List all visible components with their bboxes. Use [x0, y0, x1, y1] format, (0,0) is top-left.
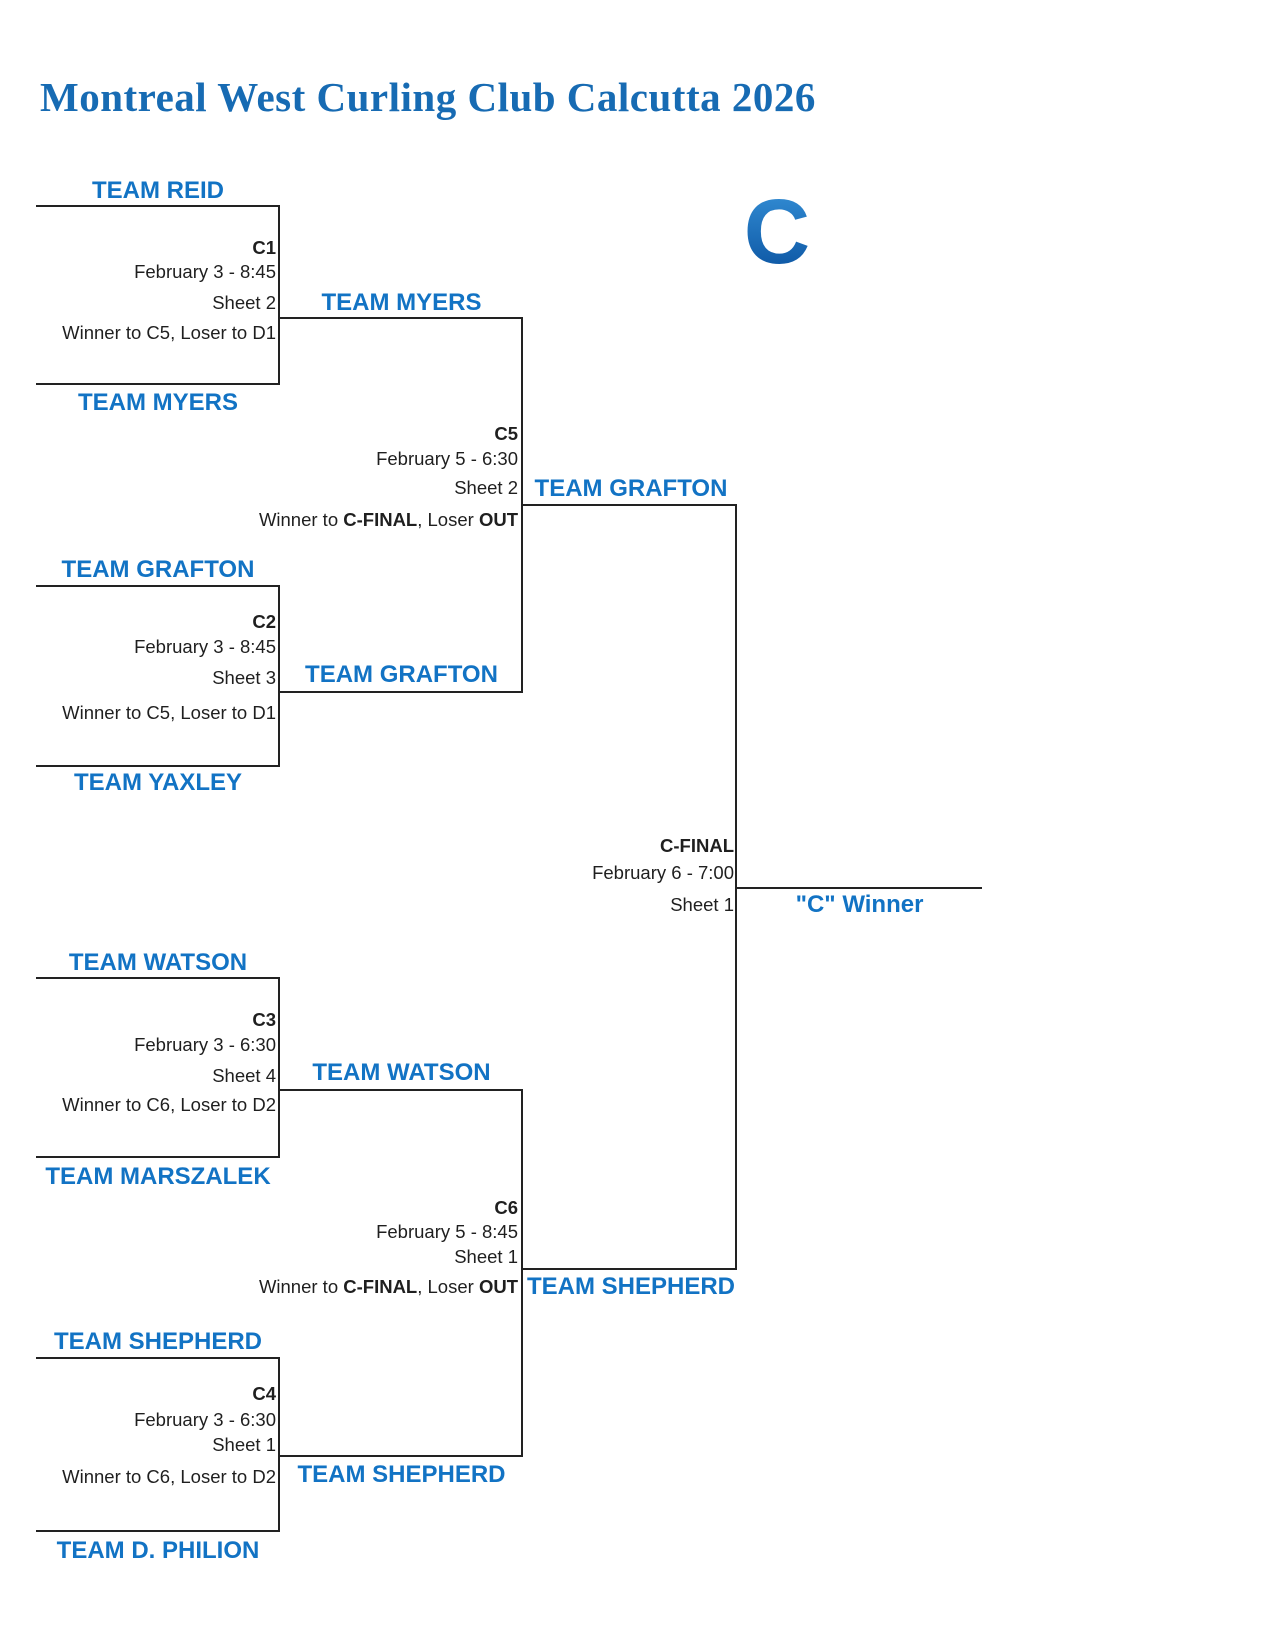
c3-winner-line	[280, 1089, 523, 1091]
c1-advance: Winner to C5, Loser to D1	[62, 322, 276, 343]
c6-sheet: Sheet 1	[454, 1246, 518, 1267]
c4-top-line	[36, 1357, 280, 1359]
c5-advance-prefix: Winner to	[258, 509, 344, 530]
c2-winner-line	[280, 691, 523, 693]
c1-right-line	[278, 205, 280, 385]
c6-connector-line	[521, 1089, 523, 1457]
c1-top-team-label: TEAM REID	[92, 177, 224, 204]
c5-winner-label: TEAM GRAFTON	[534, 475, 728, 502]
c3-bottom-team-label: TEAM MARSZALEK	[45, 1163, 271, 1190]
c4-date: February 3 - 6:30	[134, 1409, 276, 1430]
c1-match-id: C1	[252, 237, 276, 258]
c6-advance-prefix: Winner to	[258, 1276, 344, 1297]
c1-winner-line	[280, 317, 523, 319]
c2-top-team-label: TEAM GRAFTON	[61, 556, 255, 583]
c1-bottom-line	[36, 383, 280, 385]
c4-bottom-line	[36, 1530, 280, 1532]
c2-advance: Winner to C5, Loser to D1	[62, 702, 276, 723]
c6-winner-label: TEAM SHEPHERD	[526, 1273, 736, 1300]
c3-top-line	[36, 977, 280, 979]
c2-match-id: C2	[252, 611, 276, 632]
c6-match-id: C6	[494, 1197, 518, 1218]
c6-date: February 5 - 8:45	[376, 1221, 518, 1242]
c4-top-team-label: TEAM SHEPHERD	[53, 1328, 263, 1355]
c2-sheet: Sheet 3	[212, 667, 276, 688]
c6-advance-loser: OUT	[478, 1276, 518, 1297]
c5-advance-target: C-FINAL	[343, 509, 418, 530]
c1-bottom-team-label: TEAM MYERS	[77, 389, 238, 416]
c3-match-id: C3	[252, 1009, 276, 1030]
c3-right-line	[278, 977, 280, 1158]
c2-date: February 3 - 8:45	[134, 636, 276, 657]
c2-right-line	[278, 585, 280, 767]
c4-advance: Winner to C6, Loser to D2	[62, 1466, 276, 1487]
c4-right-line	[278, 1357, 280, 1532]
c6-advance: Winner to C-FINAL, Loser OUT	[259, 1276, 518, 1298]
c5-match-id: C5	[494, 423, 518, 444]
c5-advance-loser: OUT	[478, 509, 518, 530]
c3-sheet: Sheet 4	[212, 1065, 276, 1086]
c6-advance-target: C-FINAL	[343, 1276, 418, 1297]
c4-match-id: C4	[252, 1383, 276, 1404]
c2-winner-label: TEAM GRAFTON	[305, 661, 498, 688]
c4-winner-line	[280, 1455, 523, 1457]
c4-bottom-team-label: TEAM D. PHILION	[56, 1537, 260, 1564]
cfinal-date: February 6 - 7:00	[592, 862, 734, 883]
c2-top-line	[36, 585, 280, 587]
c5-sheet: Sheet 2	[454, 477, 518, 498]
c1-winner-label: TEAM MYERS	[321, 289, 482, 316]
cfinal-sheet: Sheet 1	[670, 894, 734, 915]
c5-winner-line	[521, 504, 737, 506]
c2-bottom-line	[36, 765, 280, 767]
bracket-letter: C	[733, 186, 821, 278]
c3-date: February 3 - 6:30	[134, 1034, 276, 1055]
page-title: Montreal West Curling Club Calcutta 2026	[40, 74, 816, 120]
c1-sheet: Sheet 2	[212, 292, 276, 313]
c5-date: February 5 - 6:30	[376, 448, 518, 469]
c3-bottom-line	[36, 1156, 280, 1158]
c5-advance-mid: , Loser	[417, 509, 479, 530]
c4-winner-label: TEAM SHEPHERD	[297, 1461, 506, 1488]
final-winner-label: "C" Winner	[795, 891, 924, 918]
c1-top-line	[36, 205, 280, 207]
c3-winner-label: TEAM WATSON	[312, 1059, 491, 1086]
c6-winner-line	[521, 1268, 737, 1270]
cfinal-match-id: C-FINAL	[660, 835, 734, 856]
cfinal-winner-line	[735, 887, 982, 889]
c5-advance: Winner to C-FINAL, Loser OUT	[259, 509, 518, 531]
c4-sheet: Sheet 1	[212, 1434, 276, 1455]
c1-date: February 3 - 8:45	[134, 261, 276, 282]
c3-top-team-label: TEAM WATSON	[68, 949, 248, 976]
c6-advance-mid: , Loser	[417, 1276, 479, 1297]
c2-bottom-team-label: TEAM YAXLEY	[73, 769, 243, 796]
c3-advance: Winner to C6, Loser to D2	[62, 1094, 276, 1115]
